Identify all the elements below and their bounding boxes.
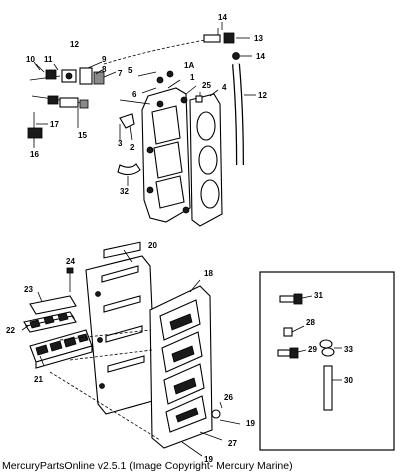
reed-petals-22 [23, 311, 77, 333]
callout-17: 17 [50, 120, 59, 129]
pin-25 [195, 92, 203, 103]
clamp-16-17 [27, 112, 48, 148]
callout-18: 18 [204, 269, 213, 278]
callout-14-top: 14 [218, 13, 227, 22]
callout-32: 32 [120, 187, 129, 196]
valve-15 [31, 95, 89, 128]
callout-28: 28 [306, 318, 315, 327]
inset-kit-box [259, 271, 395, 451]
clip-32 [117, 163, 141, 186]
callout-10: 10 [26, 55, 35, 64]
callout-12-top: 12 [70, 40, 79, 49]
callout-15: 15 [78, 131, 87, 140]
gasket-20 [85, 241, 157, 415]
screw-24 [66, 267, 74, 292]
callout-24: 24 [66, 257, 75, 266]
callout-27: 27 [228, 439, 237, 448]
callout-22: 22 [6, 326, 15, 335]
hose-12-top [75, 39, 206, 65]
callout-8: 8 [102, 65, 107, 74]
callout-1: 1 [190, 73, 195, 82]
copyright-footer: MercuryPartsOnline v2.5.1 (Image Copyrig… [2, 460, 293, 472]
callout-5: 5 [128, 66, 133, 75]
callout-12-right: 12 [258, 91, 267, 100]
callout-13: 13 [254, 34, 263, 43]
bolts-5-6 [137, 70, 174, 94]
callout-19-right: 19 [246, 419, 255, 428]
callout-11: 11 [44, 55, 53, 64]
callout-29: 29 [308, 345, 317, 354]
callout-7: 7 [118, 69, 123, 78]
callout-31: 31 [314, 291, 323, 300]
callout-25: 25 [202, 81, 211, 90]
bracket-2-3 [119, 113, 135, 141]
callout-1a: 1A [184, 61, 194, 70]
callout-6: 6 [132, 90, 137, 99]
callout-19-bottom: 19 [204, 455, 213, 464]
callout-4: 4 [222, 83, 227, 92]
callout-labels: 14 13 12 14 10 11 9 8 7 5 1A 1 6 25 4 12… [6, 13, 353, 464]
leader-lines [21, 22, 223, 367]
thermostat-hardware [29, 61, 117, 85]
callout-26: 26 [224, 393, 233, 402]
callout-30: 30 [344, 376, 353, 385]
callout-3: 3 [118, 139, 123, 148]
head-gasket-4 [189, 93, 223, 227]
cylinder-head-1 [141, 87, 191, 223]
callout-2: 2 [130, 143, 135, 152]
callout-16: 16 [30, 150, 39, 159]
fitting-13-14 [203, 28, 252, 60]
assembly-dashes [49, 329, 161, 441]
hose-12-right [232, 63, 256, 166]
reed-block-18 [149, 285, 213, 449]
callout-23: 23 [24, 285, 33, 294]
reed-block-21 [29, 329, 93, 369]
reed-plate-23 [29, 291, 77, 315]
callout-14-right: 14 [256, 52, 265, 61]
callout-20: 20 [148, 241, 157, 250]
screws-19-26-27 [181, 401, 241, 457]
callout-9: 9 [102, 55, 107, 64]
callout-33: 33 [344, 345, 353, 354]
callout-21: 21 [34, 375, 43, 384]
